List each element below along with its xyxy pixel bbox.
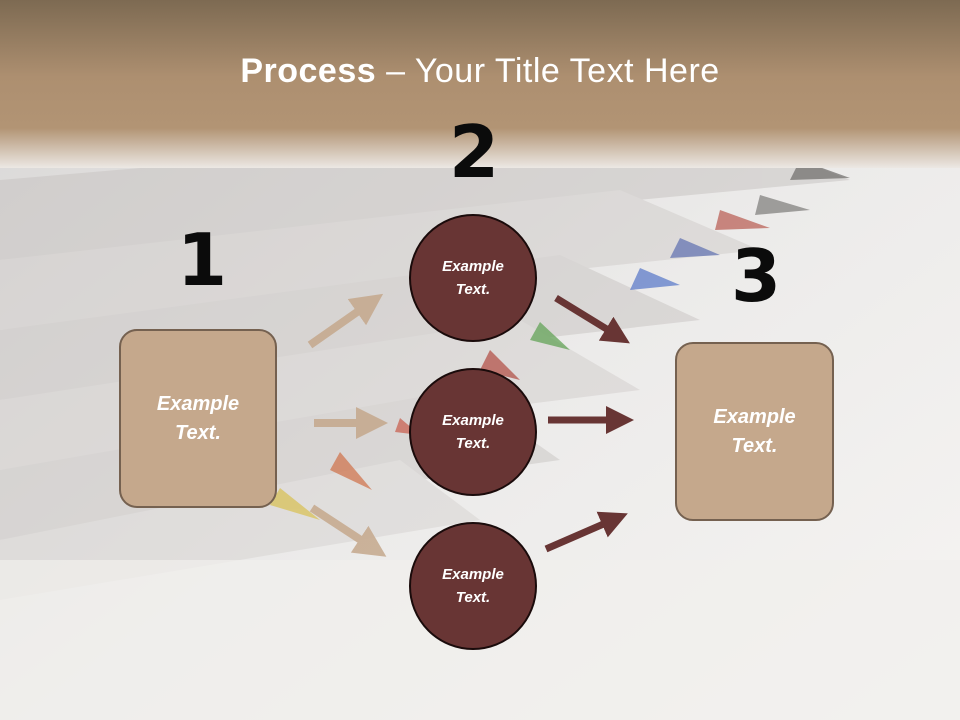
arrow-box1-to-circle-bottom — [309, 504, 387, 557]
arrow-circle-bottom-to-box3 — [544, 511, 628, 553]
step-2-circle-bottom: Example Text. — [409, 522, 537, 650]
step-number-3: 3 — [731, 234, 782, 318]
slide-title: Process – Your Title Text Here — [0, 52, 960, 91]
step-2-circle-top: Example Text. — [409, 214, 537, 342]
arrow-box1-to-circle-top — [307, 293, 384, 349]
step-number-1: 1 — [177, 218, 228, 302]
title-bold: Process — [240, 52, 377, 90]
step-2-circle-middle: Example Text. — [409, 368, 537, 496]
step-3-box: Example Text. — [675, 342, 834, 521]
arrow-circle-top-to-box3 — [554, 295, 630, 344]
step-number-2: 2 — [449, 110, 500, 194]
step-1-box: Example Text. — [119, 329, 277, 508]
title-rest: – Your Title Text Here — [376, 52, 720, 90]
